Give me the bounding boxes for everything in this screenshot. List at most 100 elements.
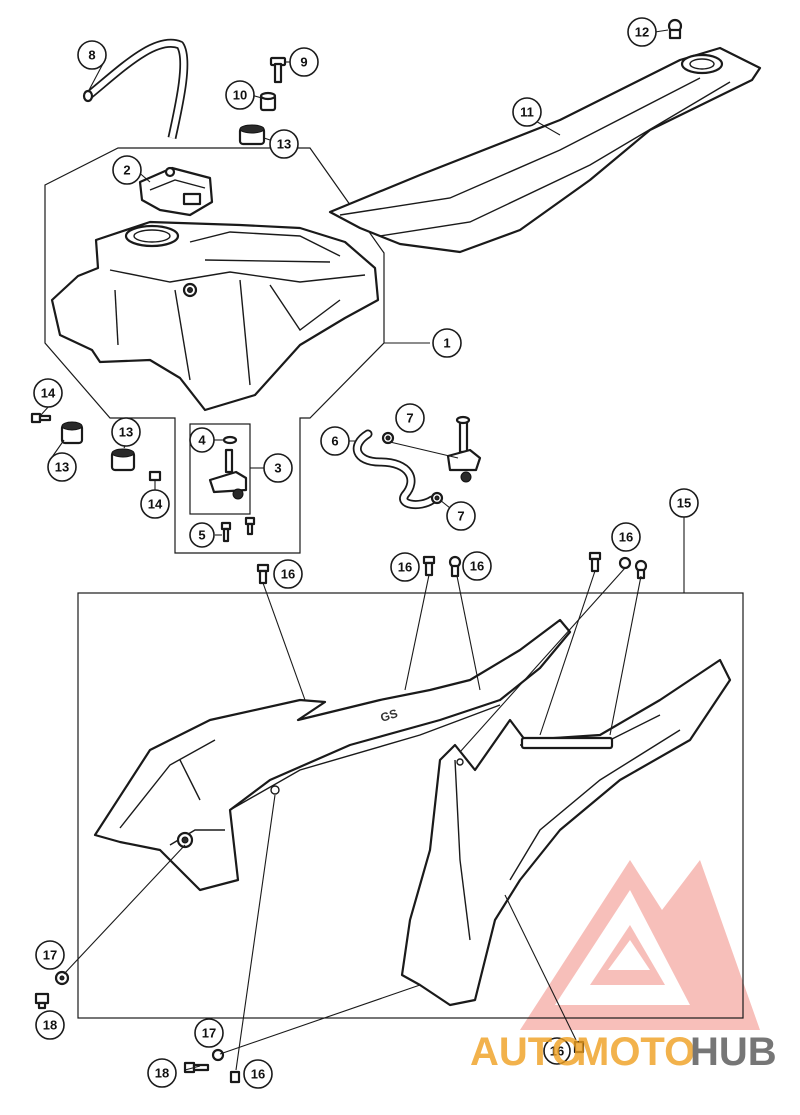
fuel-tap-outlet [446, 415, 482, 483]
callout-14-lower: 14 [140, 489, 170, 519]
svg-text:7: 7 [406, 411, 413, 426]
callout-16-d: 16 [611, 522, 641, 552]
callout-7-lower: 7 [446, 501, 476, 531]
watermark-text: AUTO MOTO HUB [470, 1030, 777, 1074]
svg-text:1: 1 [443, 336, 450, 351]
svg-text:14: 14 [41, 386, 56, 401]
callout-5: 5 [189, 522, 215, 548]
svg-text:GS: GS [379, 706, 400, 725]
callout-4: 4 [189, 427, 215, 453]
rubber-13-left [60, 421, 84, 445]
svg-text:6: 6 [331, 434, 338, 449]
svg-text:3: 3 [274, 461, 281, 476]
svg-text:9: 9 [300, 55, 307, 70]
bolt-16-f [634, 559, 648, 580]
svg-text:13: 13 [277, 137, 291, 152]
svg-text:4: 4 [198, 433, 206, 448]
svg-text:16: 16 [281, 567, 295, 582]
bolt-14-lower [148, 470, 162, 482]
svg-text:10: 10 [233, 88, 247, 103]
callout-9: 9 [289, 47, 319, 77]
hose-clamp-7-upper [381, 431, 395, 445]
bolt-16-c [448, 555, 462, 578]
rubber-13-top [238, 124, 266, 146]
callout-18-left: 18 [35, 1010, 65, 1040]
bolt-16-bottom [229, 1070, 241, 1084]
leader-lines [39, 29, 685, 1071]
callout-16-a: 16 [273, 559, 303, 589]
washer-17-left [54, 970, 70, 986]
svg-text:12: 12 [635, 25, 649, 40]
group-1-outline [44, 147, 385, 554]
hose-clamp-7-lower [430, 491, 444, 505]
washer-17-bottom [211, 1048, 225, 1062]
callout-2: 2 [112, 155, 142, 185]
bolt-16-d [588, 551, 602, 573]
callout-16-watermark: 16 [543, 1037, 571, 1065]
svg-text:5: 5 [198, 528, 205, 543]
svg-text:11: 11 [520, 105, 534, 120]
svg-text:16: 16 [251, 1067, 265, 1082]
svg-text:14: 14 [148, 497, 163, 512]
callout-18-bottom: 18 [147, 1058, 177, 1088]
callout-3: 3 [263, 453, 293, 483]
svg-text:18: 18 [155, 1066, 169, 1081]
callout-11: 11 [512, 97, 542, 127]
bolt-14-upper [30, 412, 52, 424]
vent-hose [82, 38, 189, 139]
callout-17-bottom: 17 [194, 1018, 224, 1048]
bolt-16-e [618, 556, 632, 570]
svg-text:13: 13 [55, 460, 69, 475]
callout-12: 12 [627, 17, 657, 47]
svg-text:16: 16 [398, 560, 412, 575]
callout-16-b: 16 [390, 552, 420, 582]
svg-text:18: 18 [43, 1018, 57, 1033]
screw-9 [269, 56, 287, 84]
svg-text:16: 16 [550, 1044, 564, 1059]
bolt-16-b [422, 555, 436, 577]
svg-text:17: 17 [202, 1026, 216, 1041]
watermark-logo [520, 860, 760, 1030]
callout-10: 10 [225, 80, 255, 110]
seat [328, 46, 762, 254]
svg-text:16: 16 [470, 559, 484, 574]
screw-5-a [220, 521, 232, 543]
svg-text:17: 17 [43, 948, 57, 963]
bolt-18-left [34, 992, 50, 1010]
svg-text:2: 2 [123, 163, 130, 178]
filler-cap [138, 166, 214, 217]
callout-13-right: 13 [111, 417, 141, 447]
callout-13-left: 13 [47, 452, 77, 482]
fuel-tap-3 [208, 448, 248, 500]
bolt-16-a [256, 563, 270, 585]
side-panel-right [400, 658, 732, 1007]
bolt-16-watermark [573, 1040, 585, 1054]
callout-7-upper: 7 [395, 403, 425, 433]
callout-16-c: 16 [462, 551, 492, 581]
svg-text:7: 7 [457, 509, 464, 524]
bolt-12 [667, 18, 683, 40]
callout-14-upper: 14 [33, 378, 63, 408]
svg-text:16: 16 [619, 530, 633, 545]
o-ring-4 [222, 435, 238, 445]
side-panel-left: GS [93, 618, 572, 892]
svg-text:15: 15 [677, 496, 691, 511]
callout-13-top: 13 [269, 129, 299, 159]
watermark-auto: AUTO [470, 1030, 583, 1074]
callout-16-bottom: 16 [243, 1059, 273, 1089]
fuel-line-6 [352, 429, 437, 510]
svg-text:13: 13 [119, 425, 133, 440]
callout-15: 15 [669, 488, 699, 518]
callout-6: 6 [320, 426, 350, 456]
watermark-moto: MOTO [576, 1030, 695, 1074]
svg-text:8: 8 [88, 48, 95, 63]
callout-17-left: 17 [35, 940, 65, 970]
rubber-13-right [110, 448, 136, 472]
bushing-10 [259, 91, 277, 112]
group-3-frame [189, 423, 251, 515]
callout-1: 1 [432, 328, 462, 358]
group-15-frame [77, 592, 744, 1019]
callout-8: 8 [77, 40, 107, 70]
fuel-tank [50, 220, 380, 412]
